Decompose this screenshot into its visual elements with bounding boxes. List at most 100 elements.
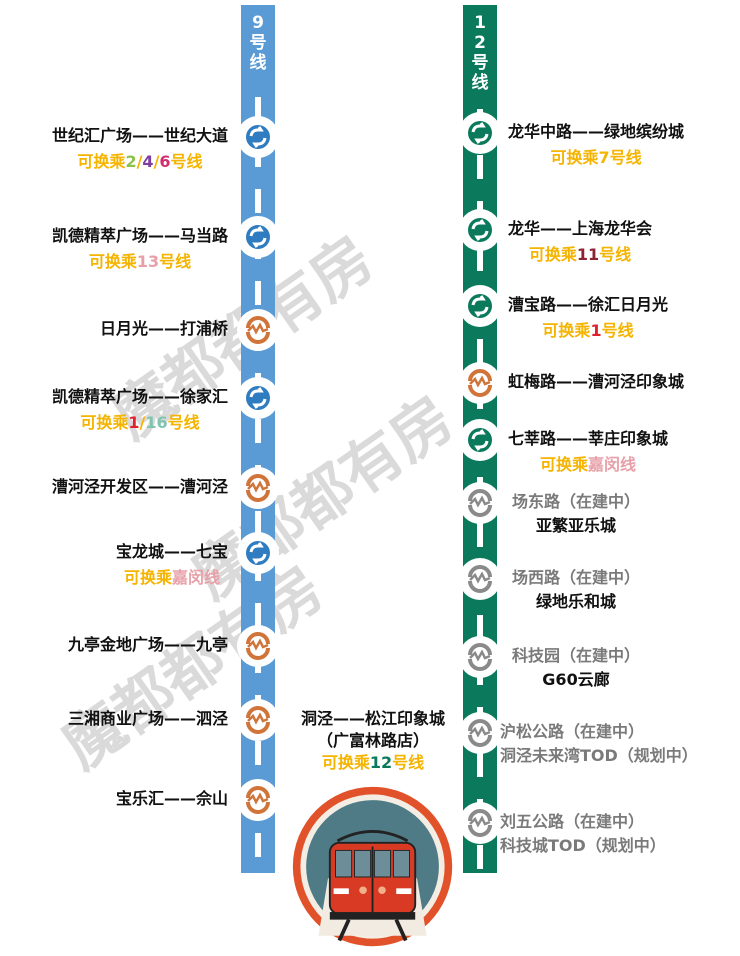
station-name: 科技园（在建中） — [512, 646, 641, 665]
track-dash — [477, 523, 483, 547]
transfer-text: 号线 — [170, 152, 203, 171]
station-label: 漕宝路——徐汇日月光可换乘1号线 — [508, 295, 668, 341]
station-name: 场西路（在建中） — [512, 568, 641, 587]
track-dash — [255, 741, 261, 765]
transfer-text: 嘉闵线 — [588, 455, 637, 474]
line-title-char: 号 — [471, 53, 489, 73]
track-dash — [477, 753, 483, 777]
transfer-text: 号线 — [599, 245, 632, 264]
track-dash — [255, 603, 261, 627]
track-dash — [477, 339, 483, 363]
metro-station-icon — [464, 367, 496, 399]
station-name: 凯德精萃广场——徐家汇 — [51, 387, 228, 406]
station-label: 场西路（在建中） 绿地乐和城 — [512, 568, 640, 612]
transfer-text: 4 — [142, 152, 154, 171]
transfer-info: 可换乘12号线 — [288, 752, 458, 774]
transfer-text: 1 — [590, 321, 602, 340]
transfer-text: / — [153, 152, 160, 171]
transfer-text: 可换乘7号线 — [550, 148, 642, 167]
track-dash — [477, 661, 483, 685]
station-name: 刘五公路（在建中） — [500, 812, 645, 831]
station-name: 九亭金地广场——九亭 — [67, 635, 228, 654]
bottom-station-label: 洞泾——松江印象城 （广富林路店） 可换乘12号线 — [288, 708, 458, 774]
metro-station-icon — [242, 704, 274, 736]
line-title-char: 线 — [471, 73, 489, 93]
track-dash — [255, 833, 261, 857]
transfer-station-icon — [242, 221, 274, 253]
station-name: 三湘商业广场——泗泾 — [67, 709, 228, 728]
transfer-text: 可换乘 — [528, 245, 577, 264]
transfer-info: 可换乘嘉闵线 — [116, 568, 228, 588]
transfer-text: 12 — [369, 753, 393, 772]
track-dash — [477, 845, 483, 869]
station-name: 龙华中路——绿地缤纷城 — [508, 122, 685, 141]
track-dash — [477, 615, 483, 639]
station-name: 日月光——打浦桥 — [99, 319, 228, 338]
station-name: 世纪汇广场——世纪大道 — [51, 126, 228, 145]
construction-station-icon — [464, 487, 496, 519]
track-dash — [255, 97, 261, 121]
station-label: 漕河泾开发区——漕河泾 — [52, 477, 228, 497]
metro-station-icon — [242, 472, 274, 504]
transfer-text: 号线 — [392, 753, 425, 772]
track-dash — [477, 247, 483, 271]
station-label: 虹梅路——漕河泾印象城 — [508, 372, 684, 392]
station-label: 刘五公路（在建中）科技城TOD（规划中） — [500, 812, 666, 856]
station-label: 三湘商业广场——泗泾 — [68, 709, 228, 729]
transfer-text: 可换乘 — [123, 568, 172, 587]
train-illustration — [292, 786, 453, 947]
metro-station-icon — [242, 784, 274, 816]
transfer-info: 可换乘1/16号线 — [52, 413, 228, 433]
station-label: 龙华——上海龙华会可换乘11号线 — [508, 219, 652, 265]
transfer-station-icon — [464, 424, 496, 456]
metro-station-icon — [242, 314, 274, 346]
construction-station-icon — [464, 717, 496, 749]
station-name: 凯德精萃广场——马当路 — [51, 226, 228, 245]
transfer-text: / — [136, 152, 143, 171]
bottom-transfer-info: 可换乘12号线 — [288, 752, 458, 774]
transfer-text: 可换乘 — [77, 152, 126, 171]
transfer-text: 号线 — [167, 413, 200, 432]
station-name: 龙华——上海龙华会 — [508, 219, 653, 238]
transfer-station-icon — [464, 214, 496, 246]
transfer-text: 可换乘 — [80, 413, 129, 432]
station-label: 宝龙城——七宝可换乘嘉闵线 — [116, 542, 228, 588]
bottom-station-branch: （广富林路店） — [316, 731, 429, 750]
transfer-info: 可换乘1号线 — [508, 321, 668, 341]
transfer-info: 可换乘嘉闵线 — [508, 455, 668, 475]
line-title-char: 9 — [252, 13, 264, 33]
station-name: 宝龙城——七宝 — [115, 542, 228, 561]
track-dash — [477, 155, 483, 179]
station-label: 场东路（在建中） 亚繁亚乐城 — [512, 492, 640, 536]
track-dash — [255, 557, 261, 581]
track-dash — [255, 511, 261, 535]
transfer-text: 嘉闵线 — [171, 568, 220, 587]
station-name: 虹梅路——漕河泾印象城 — [508, 372, 685, 391]
transfer-text: 可换乘 — [88, 252, 137, 271]
transfer-text: 13 — [136, 252, 160, 271]
station-name: 漕宝路——徐汇日月光 — [508, 295, 669, 314]
transfer-station-icon — [464, 290, 496, 322]
station-label: 宝乐汇——佘山 — [116, 789, 228, 809]
station-name: 沪松公路（在建中） — [500, 722, 645, 741]
station-name: 宝乐汇——佘山 — [115, 789, 228, 808]
track-dash — [255, 281, 261, 305]
station-label: 九亭金地广场——九亭 — [68, 635, 228, 655]
transfer-station-icon — [242, 382, 274, 414]
transfer-text: 11 — [576, 245, 600, 264]
transfer-text: 号线 — [159, 252, 192, 271]
transfer-text: 可换乘 — [542, 321, 591, 340]
station-label: 科技园（在建中）G60云廊 — [512, 646, 640, 690]
station-property: 亚繁亚乐城 — [536, 516, 617, 535]
line-title-char: 线 — [249, 53, 267, 73]
transfer-text: 6 — [159, 152, 171, 171]
station-property: 绿地乐和城 — [536, 592, 617, 611]
station-property: 洞泾未来湾TOD（规划中） — [500, 746, 698, 765]
station-label: 凯德精萃广场——马当路可换乘13号线 — [52, 226, 228, 272]
station-name: 场东路（在建中） — [512, 492, 641, 511]
transfer-text: / — [139, 413, 146, 432]
station-name: 漕河泾开发区——漕河泾 — [51, 477, 228, 496]
track-dash — [255, 143, 261, 167]
